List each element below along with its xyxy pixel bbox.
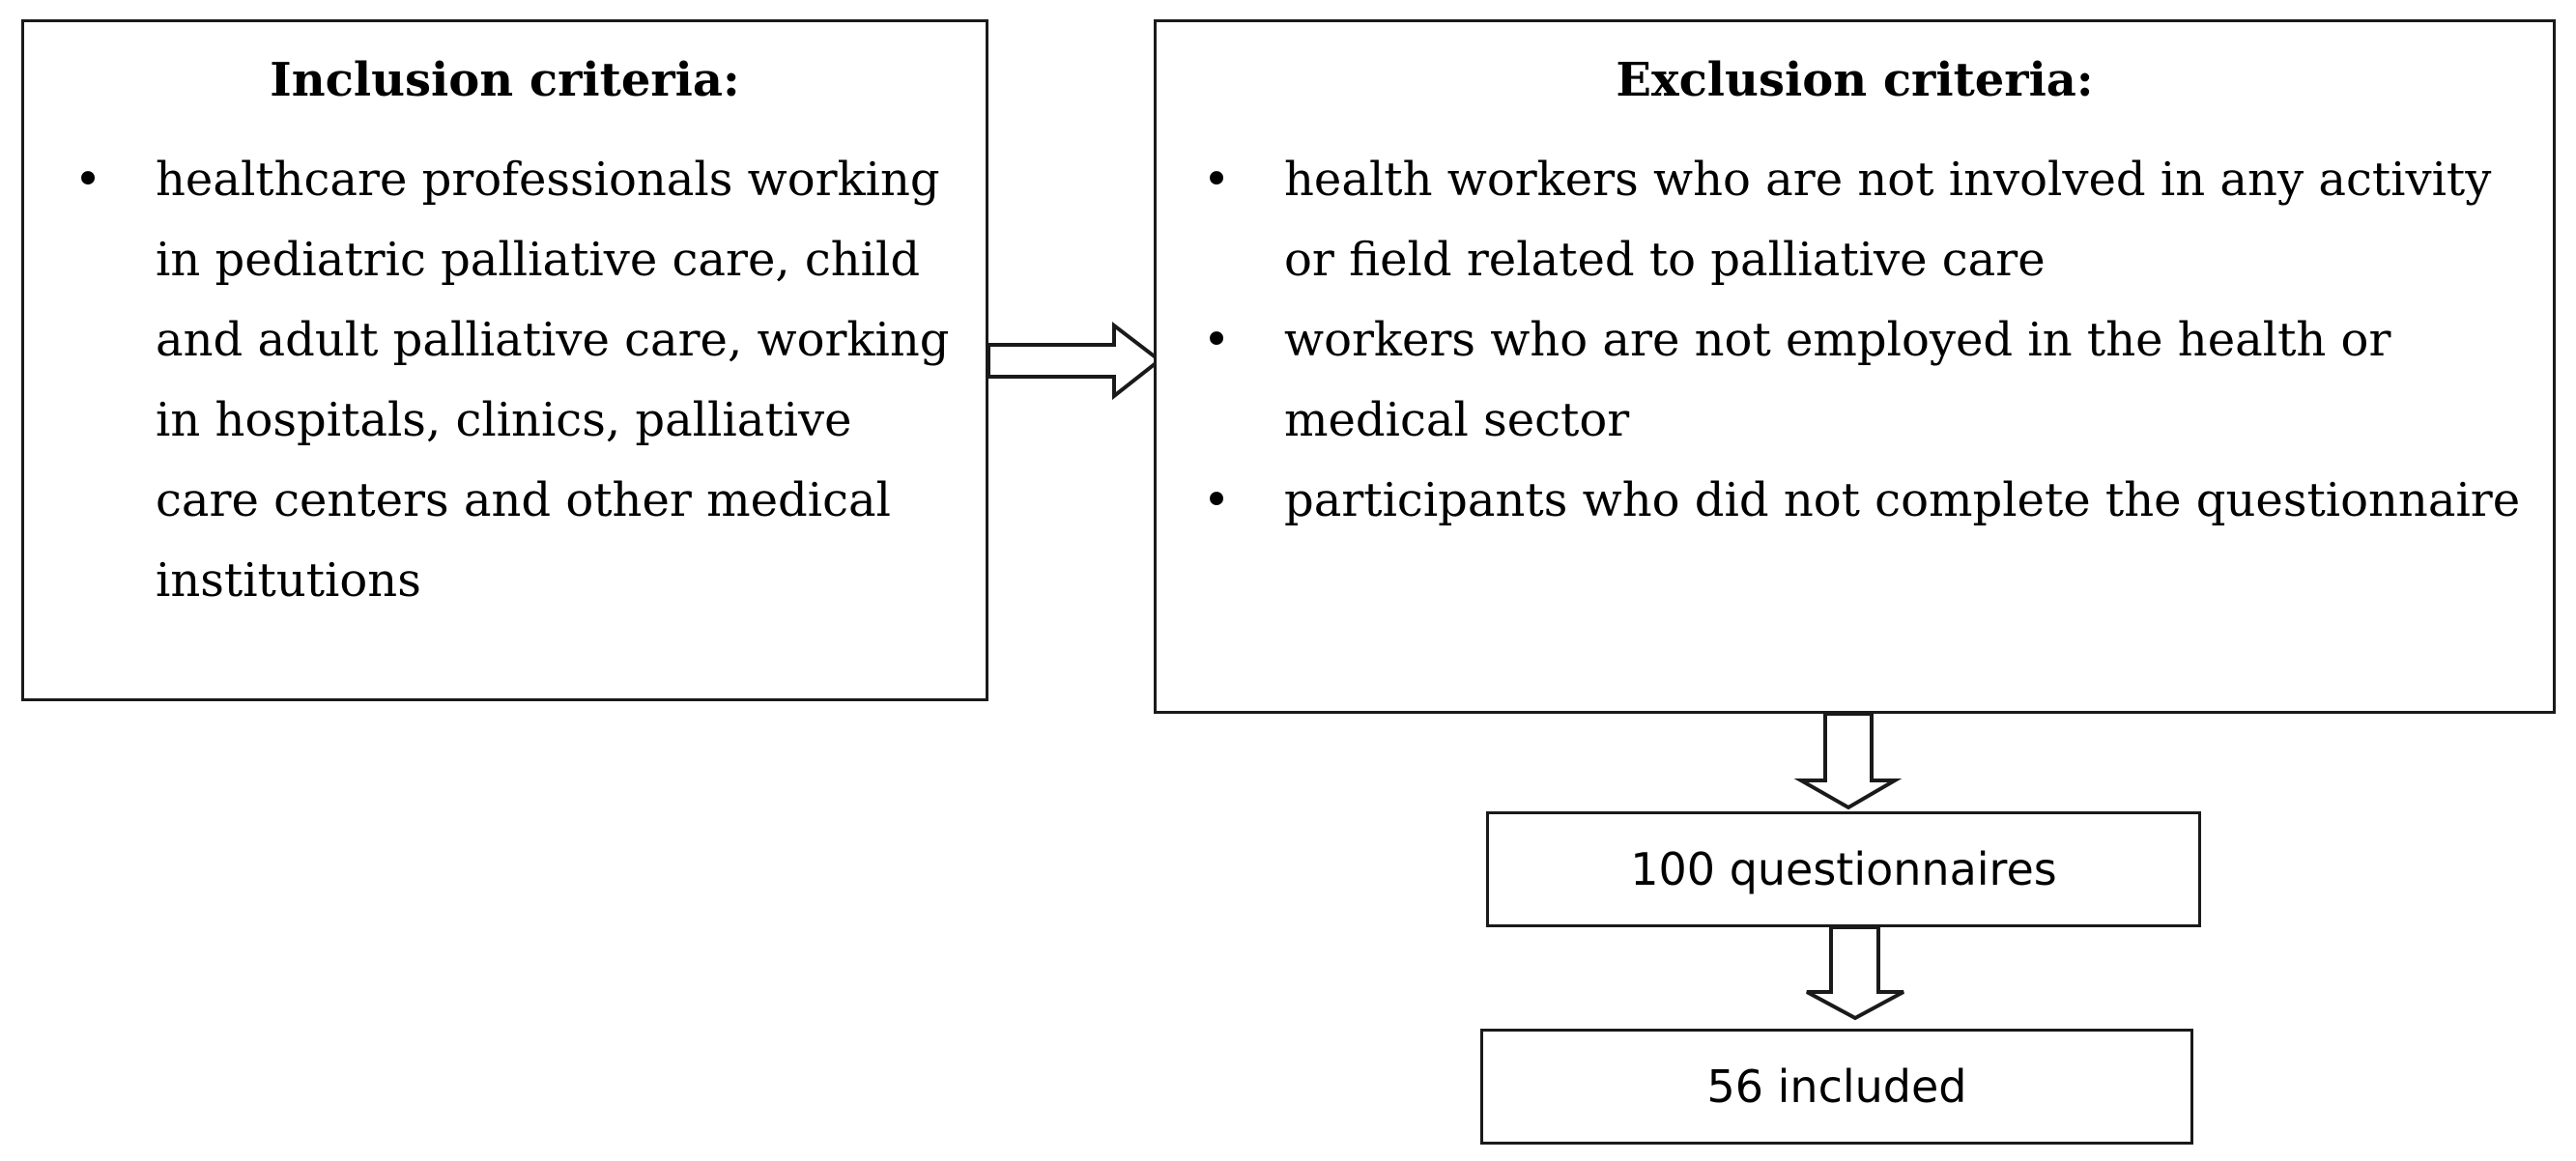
list-item: • healthcare professionals working in pe… [74, 140, 966, 621]
questionnaires-count-box: 100 questionnaires [1486, 811, 2201, 927]
included-count-box: 56 included [1480, 1029, 2193, 1145]
exclusion-criterion-text: health workers who are not involved in a… [1284, 153, 2492, 287]
inclusion-criterion-text: healthcare professionals working in pedi… [156, 153, 950, 608]
list-item: • health workers who are not involved in… [1203, 140, 2533, 300]
exclusion-criterion-text: workers who are not employed in the heal… [1284, 313, 2391, 447]
inclusion-criteria-list: • healthcare professionals working in pe… [74, 140, 966, 621]
list-item: • workers who are not employed in the he… [1203, 300, 2533, 461]
list-item: • participants who did not complete the … [1203, 461, 2533, 541]
bullet-icon: • [1202, 153, 1231, 207]
exclusion-criterion-text: participants who did not complete the qu… [1284, 473, 2521, 527]
down-arrow-icon [1806, 925, 1904, 1021]
included-count-label: 56 included [1706, 1061, 1967, 1113]
questionnaires-count-label: 100 questionnaires [1630, 843, 2057, 895]
bullet-icon: • [73, 153, 102, 207]
bullet-icon: • [1202, 313, 1231, 367]
down-arrow-icon [1793, 712, 1903, 810]
inclusion-criteria-title: Inclusion criteria: [270, 53, 740, 107]
bullet-icon: • [1202, 473, 1231, 527]
right-arrow-icon [987, 321, 1163, 401]
exclusion-criteria-list: • health workers who are not involved in… [1203, 140, 2533, 541]
exclusion-criteria-title: Exclusion criteria: [1616, 53, 2094, 107]
exclusion-criteria-box: Exclusion criteria: • health workers who… [1154, 19, 2556, 714]
inclusion-criteria-box: Inclusion criteria: • healthcare profess… [21, 19, 988, 701]
